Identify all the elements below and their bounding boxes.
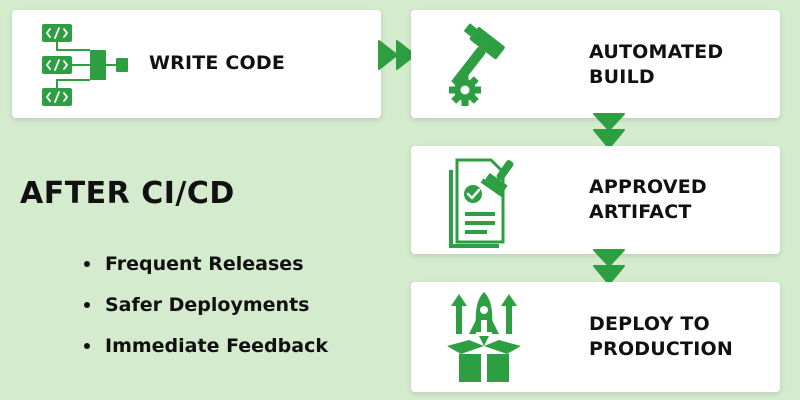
benefit-text: Immediate Feedback	[105, 335, 328, 357]
code-tree-icon	[40, 20, 136, 114]
chevron-down-icon	[592, 112, 626, 154]
step-label-deploy-to-production: DEPLOY TO PRODUCTION	[589, 313, 733, 360]
list-item: Immediate Feedback	[80, 332, 328, 373]
list-item: Frequent Releases	[80, 250, 328, 291]
stamped-document-icon	[439, 154, 529, 252]
bullet-icon	[84, 302, 90, 308]
benefit-text: Safer Deployments	[105, 294, 310, 316]
step-card-deploy-to-production: DEPLOY TO PRODUCTION	[411, 282, 780, 392]
bullet-icon	[84, 343, 90, 349]
benefits-list: Frequent Releases Safer Deployments Imme…	[80, 250, 328, 373]
benefit-text: Frequent Releases	[105, 253, 304, 275]
step-card-write-code: WRITE CODE	[12, 10, 381, 118]
double-chevron-right-icon	[377, 39, 419, 75]
bullet-icon	[84, 261, 90, 267]
hammer-gear-icon	[439, 20, 529, 114]
rocket-box-icon	[439, 290, 529, 388]
step-label-automated-build: AUTOMATED BUILD	[589, 41, 724, 88]
step-card-automated-build: AUTOMATED BUILD	[411, 10, 780, 118]
step-label-write-code: WRITE CODE	[149, 52, 286, 74]
step-label-approved-artifact: APPROVED ARTIFACT	[589, 176, 707, 223]
page-title: AFTER CI/CD	[20, 176, 235, 211]
chevron-down-icon	[592, 248, 626, 290]
step-card-approved-artifact: APPROVED ARTIFACT	[411, 146, 780, 254]
list-item: Safer Deployments	[80, 291, 328, 332]
